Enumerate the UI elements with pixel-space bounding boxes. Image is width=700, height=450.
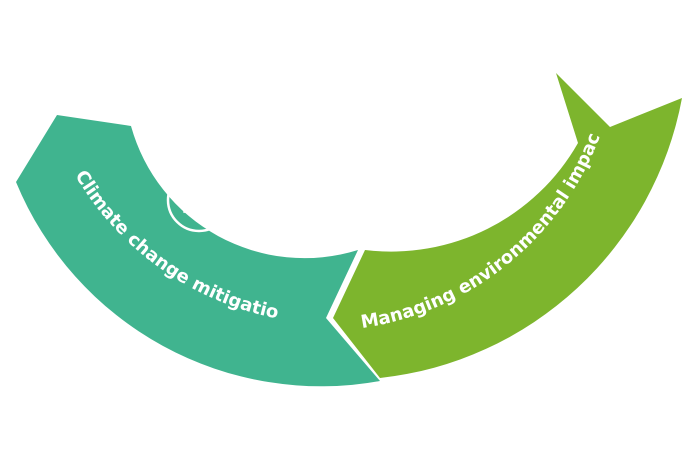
hand-leaf-icon <box>433 168 499 234</box>
segment-climate-change-mitigation <box>16 115 380 387</box>
segment-managing-environmental-impacts <box>333 73 682 378</box>
flame-warning-icon <box>166 167 232 233</box>
